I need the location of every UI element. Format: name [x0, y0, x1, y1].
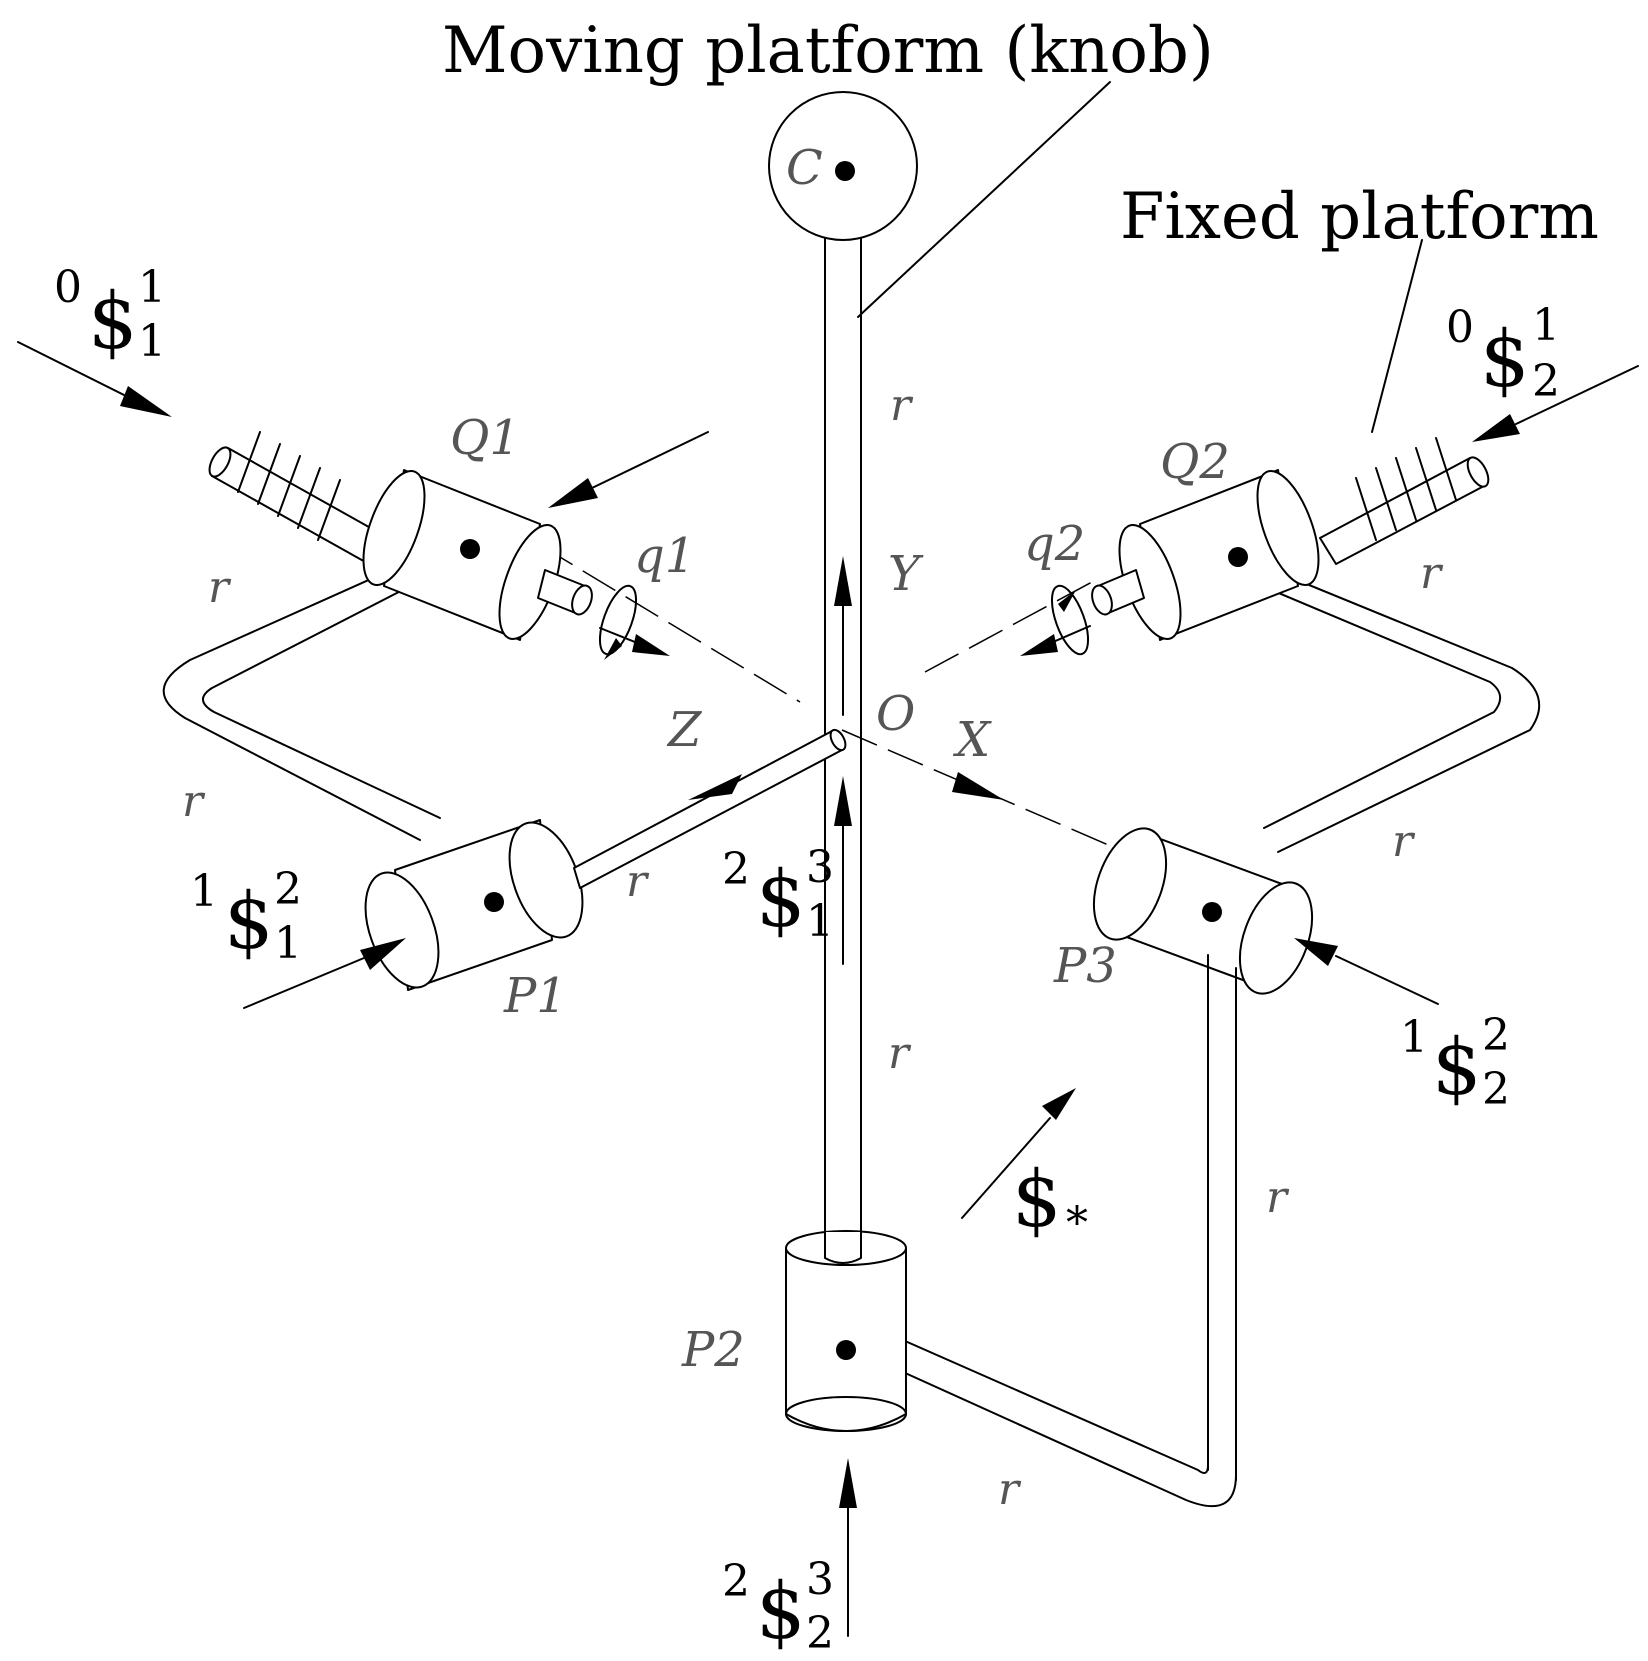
- axis-line-x-back: [924, 581, 1093, 673]
- fixed-ground-hatch-right: [1355, 437, 1457, 541]
- svg-text:1: 1: [1400, 1012, 1428, 1063]
- axis-x-label: X: [952, 712, 992, 768]
- knob-sphere: [768, 91, 918, 241]
- fixed-platform-label: Fixed platform: [1120, 180, 1599, 254]
- svg-text:$: $: [88, 277, 138, 367]
- link-length-r-label: r: [998, 1464, 1022, 1515]
- joint-q1-label: Q1: [450, 410, 520, 466]
- svg-text:1: 1: [274, 918, 302, 969]
- joint-p2-label: P2: [681, 1322, 745, 1378]
- svg-text:1: 1: [138, 262, 166, 313]
- screw-label-star: $ *: [1012, 1155, 1088, 1249]
- axis-arrows: [688, 556, 1004, 800]
- origin-o-label: O: [876, 686, 915, 742]
- svg-text:1: 1: [190, 866, 218, 917]
- svg-text:*: *: [1066, 1198, 1088, 1249]
- axis-y-label: Y: [888, 546, 924, 602]
- svg-text:0: 0: [54, 262, 82, 313]
- link-length-r-label: r: [1420, 548, 1444, 599]
- svg-text:2: 2: [806, 1608, 834, 1659]
- angle-q1-label: q1: [634, 528, 695, 584]
- left-limb: [162, 431, 847, 991]
- screw-label-2-2-3: 2 $ 3 2: [722, 1554, 834, 1659]
- screw-label-0-2-1: 0 $ 1 2: [1446, 300, 1560, 407]
- right-limb: [1020, 437, 1541, 995]
- svg-text:$: $: [224, 877, 274, 967]
- point-c-label: C: [786, 140, 823, 196]
- moving-platform-label: Moving platform (knob): [442, 14, 1214, 88]
- svg-text:2: 2: [1532, 356, 1560, 407]
- screw-label-0-1-1: 0 $ 1 1: [54, 262, 166, 367]
- svg-text:1: 1: [138, 316, 166, 367]
- svg-text:2: 2: [1482, 1010, 1510, 1061]
- moving-platform-leader: [857, 81, 1111, 318]
- svg-text:1: 1: [806, 896, 834, 947]
- svg-text:2: 2: [274, 864, 302, 915]
- fixed-ground-hatch-left: [237, 431, 341, 541]
- link-length-r-label: r: [1392, 816, 1416, 867]
- svg-text:2: 2: [722, 844, 750, 895]
- svg-text:3: 3: [806, 1554, 834, 1605]
- axis-line-z-back: [539, 544, 801, 703]
- link-length-r-label: r: [182, 776, 206, 827]
- link-length-r-label: r: [626, 856, 650, 907]
- screw-label-1-2-2: 1 $ 2 2: [1400, 1010, 1510, 1115]
- fixed-platform-leader: [1371, 239, 1423, 433]
- svg-text:2: 2: [722, 1556, 750, 1607]
- bottom-limb: [785, 954, 1237, 1508]
- svg-text:2: 2: [1482, 1064, 1510, 1115]
- svg-text:3: 3: [806, 842, 834, 893]
- joint-q2-label: Q2: [1160, 434, 1230, 490]
- link-length-r-label: r: [890, 380, 914, 431]
- svg-text:0: 0: [1446, 302, 1474, 353]
- svg-text:$: $: [1012, 1155, 1062, 1245]
- link-length-r-label: r: [208, 562, 232, 613]
- svg-text:$: $: [756, 855, 806, 945]
- joint-p3-label: P3: [1053, 938, 1117, 994]
- axis-z-label: Z: [666, 702, 703, 758]
- svg-text:$: $: [756, 1567, 806, 1657]
- svg-text:$: $: [1480, 315, 1530, 405]
- angle-q2-label: q2: [1024, 516, 1085, 572]
- joint-p1-label: P1: [503, 968, 567, 1024]
- svg-text:1: 1: [1532, 300, 1560, 351]
- link-length-r-label: r: [1266, 1172, 1290, 1223]
- link-length-r-label: r: [888, 1028, 912, 1079]
- svg-text:$: $: [1432, 1023, 1482, 1113]
- screw-label-2-1-3: 2 $ 3 1: [722, 842, 834, 947]
- screw-label-1-1-2: 1 $ 2 1: [190, 864, 302, 969]
- screw-arrows: [17, 341, 1639, 1637]
